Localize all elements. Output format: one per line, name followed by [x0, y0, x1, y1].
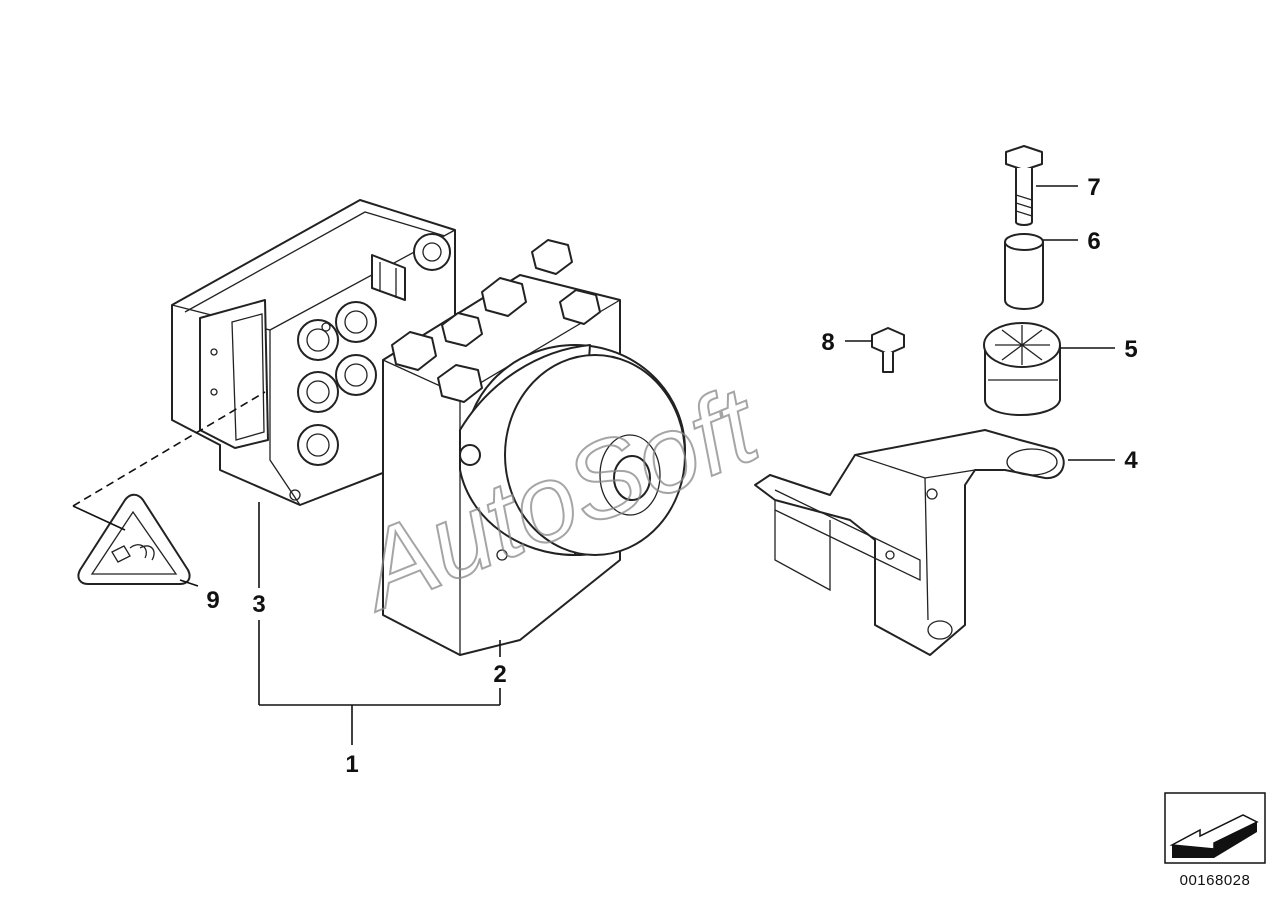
callout-5: 5: [1124, 336, 1137, 363]
rubber-mount-part-5: [983, 322, 1061, 416]
sleeve-part-6: [1004, 233, 1044, 310]
callout-3: 3: [252, 591, 265, 618]
warning-label-part-9: [77, 493, 191, 585]
callout-1: 1: [345, 751, 358, 778]
bracket-part-4: [754, 429, 1065, 656]
leader-lines: [72, 185, 1115, 745]
callout-6: 6: [1087, 228, 1100, 255]
callout-8: 8: [821, 329, 834, 356]
callout-9: 9: [206, 587, 219, 614]
reference-code: 00168028: [1180, 872, 1251, 889]
hydraulic-unit-part-2: [382, 239, 686, 656]
control-unit-part-3: [171, 199, 456, 506]
callout-7: 7: [1087, 174, 1100, 201]
screw-part-8: [871, 327, 905, 373]
callout-4: 4: [1124, 447, 1138, 474]
callout-2: 2: [493, 661, 506, 688]
orientation-arrow-box: [1164, 792, 1266, 864]
bolt-part-7: [1005, 145, 1043, 226]
